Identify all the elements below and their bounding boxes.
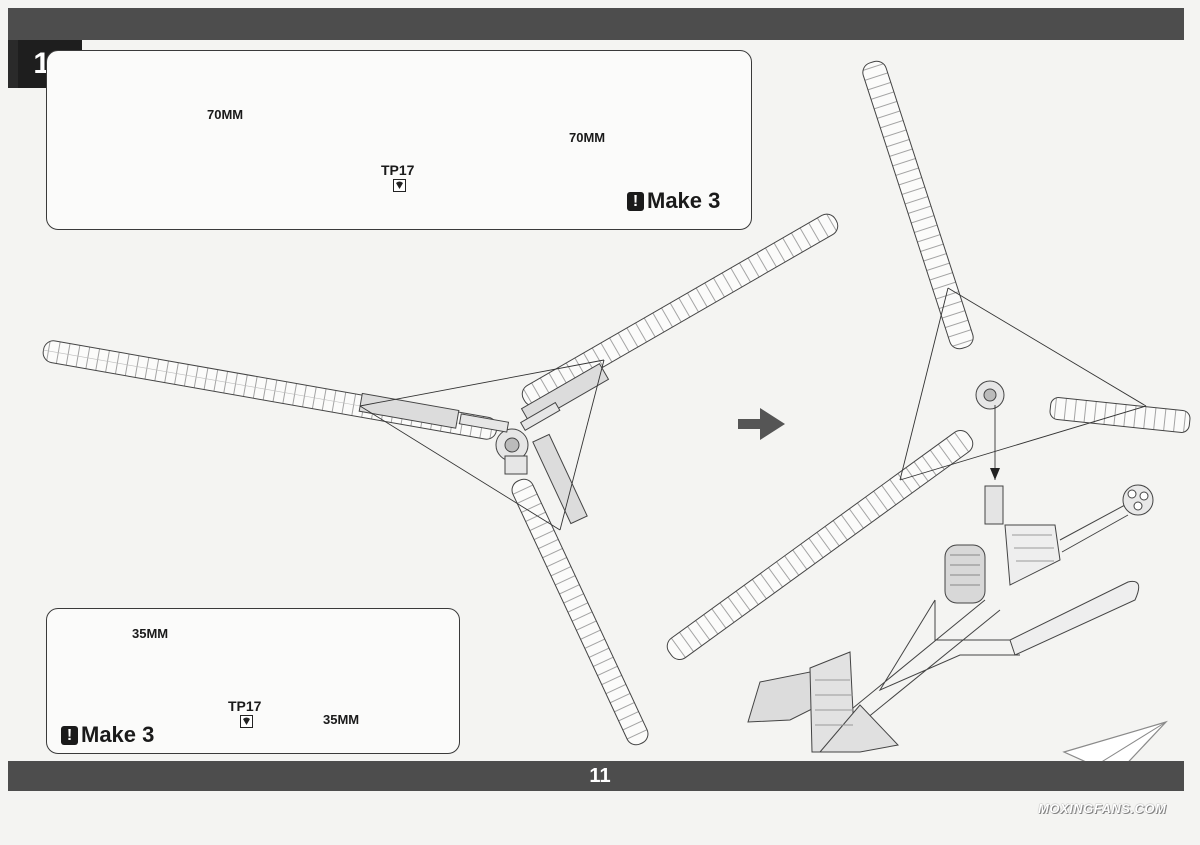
- header-band: [8, 8, 1184, 40]
- wire-panel-bottom: [46, 608, 460, 754]
- page-number: 11: [589, 765, 611, 787]
- rotor-blade-left: [42, 340, 498, 440]
- rotor-blade-lower: [511, 478, 649, 746]
- rotor-blade-right: [1049, 397, 1191, 433]
- make-note-bottom: ! Make 3: [61, 722, 154, 748]
- part-label-top: TP17: [381, 162, 415, 178]
- rotor-blade-upper-right: [521, 213, 839, 407]
- exclamation-icon: !: [627, 191, 644, 211]
- make-note-bottom-text: Make 3: [81, 722, 155, 747]
- part-label-bottom: TP17: [228, 698, 262, 714]
- rotor-blade-upper: [862, 60, 974, 350]
- arrow-right-icon: [738, 408, 785, 440]
- step-tab: [8, 40, 18, 88]
- exclamation-icon: !: [61, 725, 78, 745]
- make-note-top: ! Make 3: [627, 188, 720, 214]
- watermark-text: MOXINGFANS.COM: [1038, 801, 1167, 816]
- rotor-hub-right: [975, 380, 1005, 410]
- length-label-right-top: 70MM: [569, 130, 606, 145]
- glue-tube-icon: [240, 715, 253, 728]
- glue-tube-icon: [393, 179, 406, 192]
- rotor-hub-left: [458, 401, 561, 475]
- make-note-top-text: Make 3: [647, 188, 721, 213]
- length-label-right-bottom: 35MM: [323, 712, 360, 727]
- helicopter-fuselage: [747, 484, 1154, 753]
- footer-band: [8, 761, 1184, 791]
- rotor-blade-lower-left: [666, 430, 974, 660]
- length-label-left-top: 70MM: [207, 107, 244, 122]
- rotor-assembly-left: [42, 213, 839, 746]
- rotor-assembly-right: [666, 60, 1191, 660]
- length-label-left-bottom: 35MM: [132, 626, 169, 641]
